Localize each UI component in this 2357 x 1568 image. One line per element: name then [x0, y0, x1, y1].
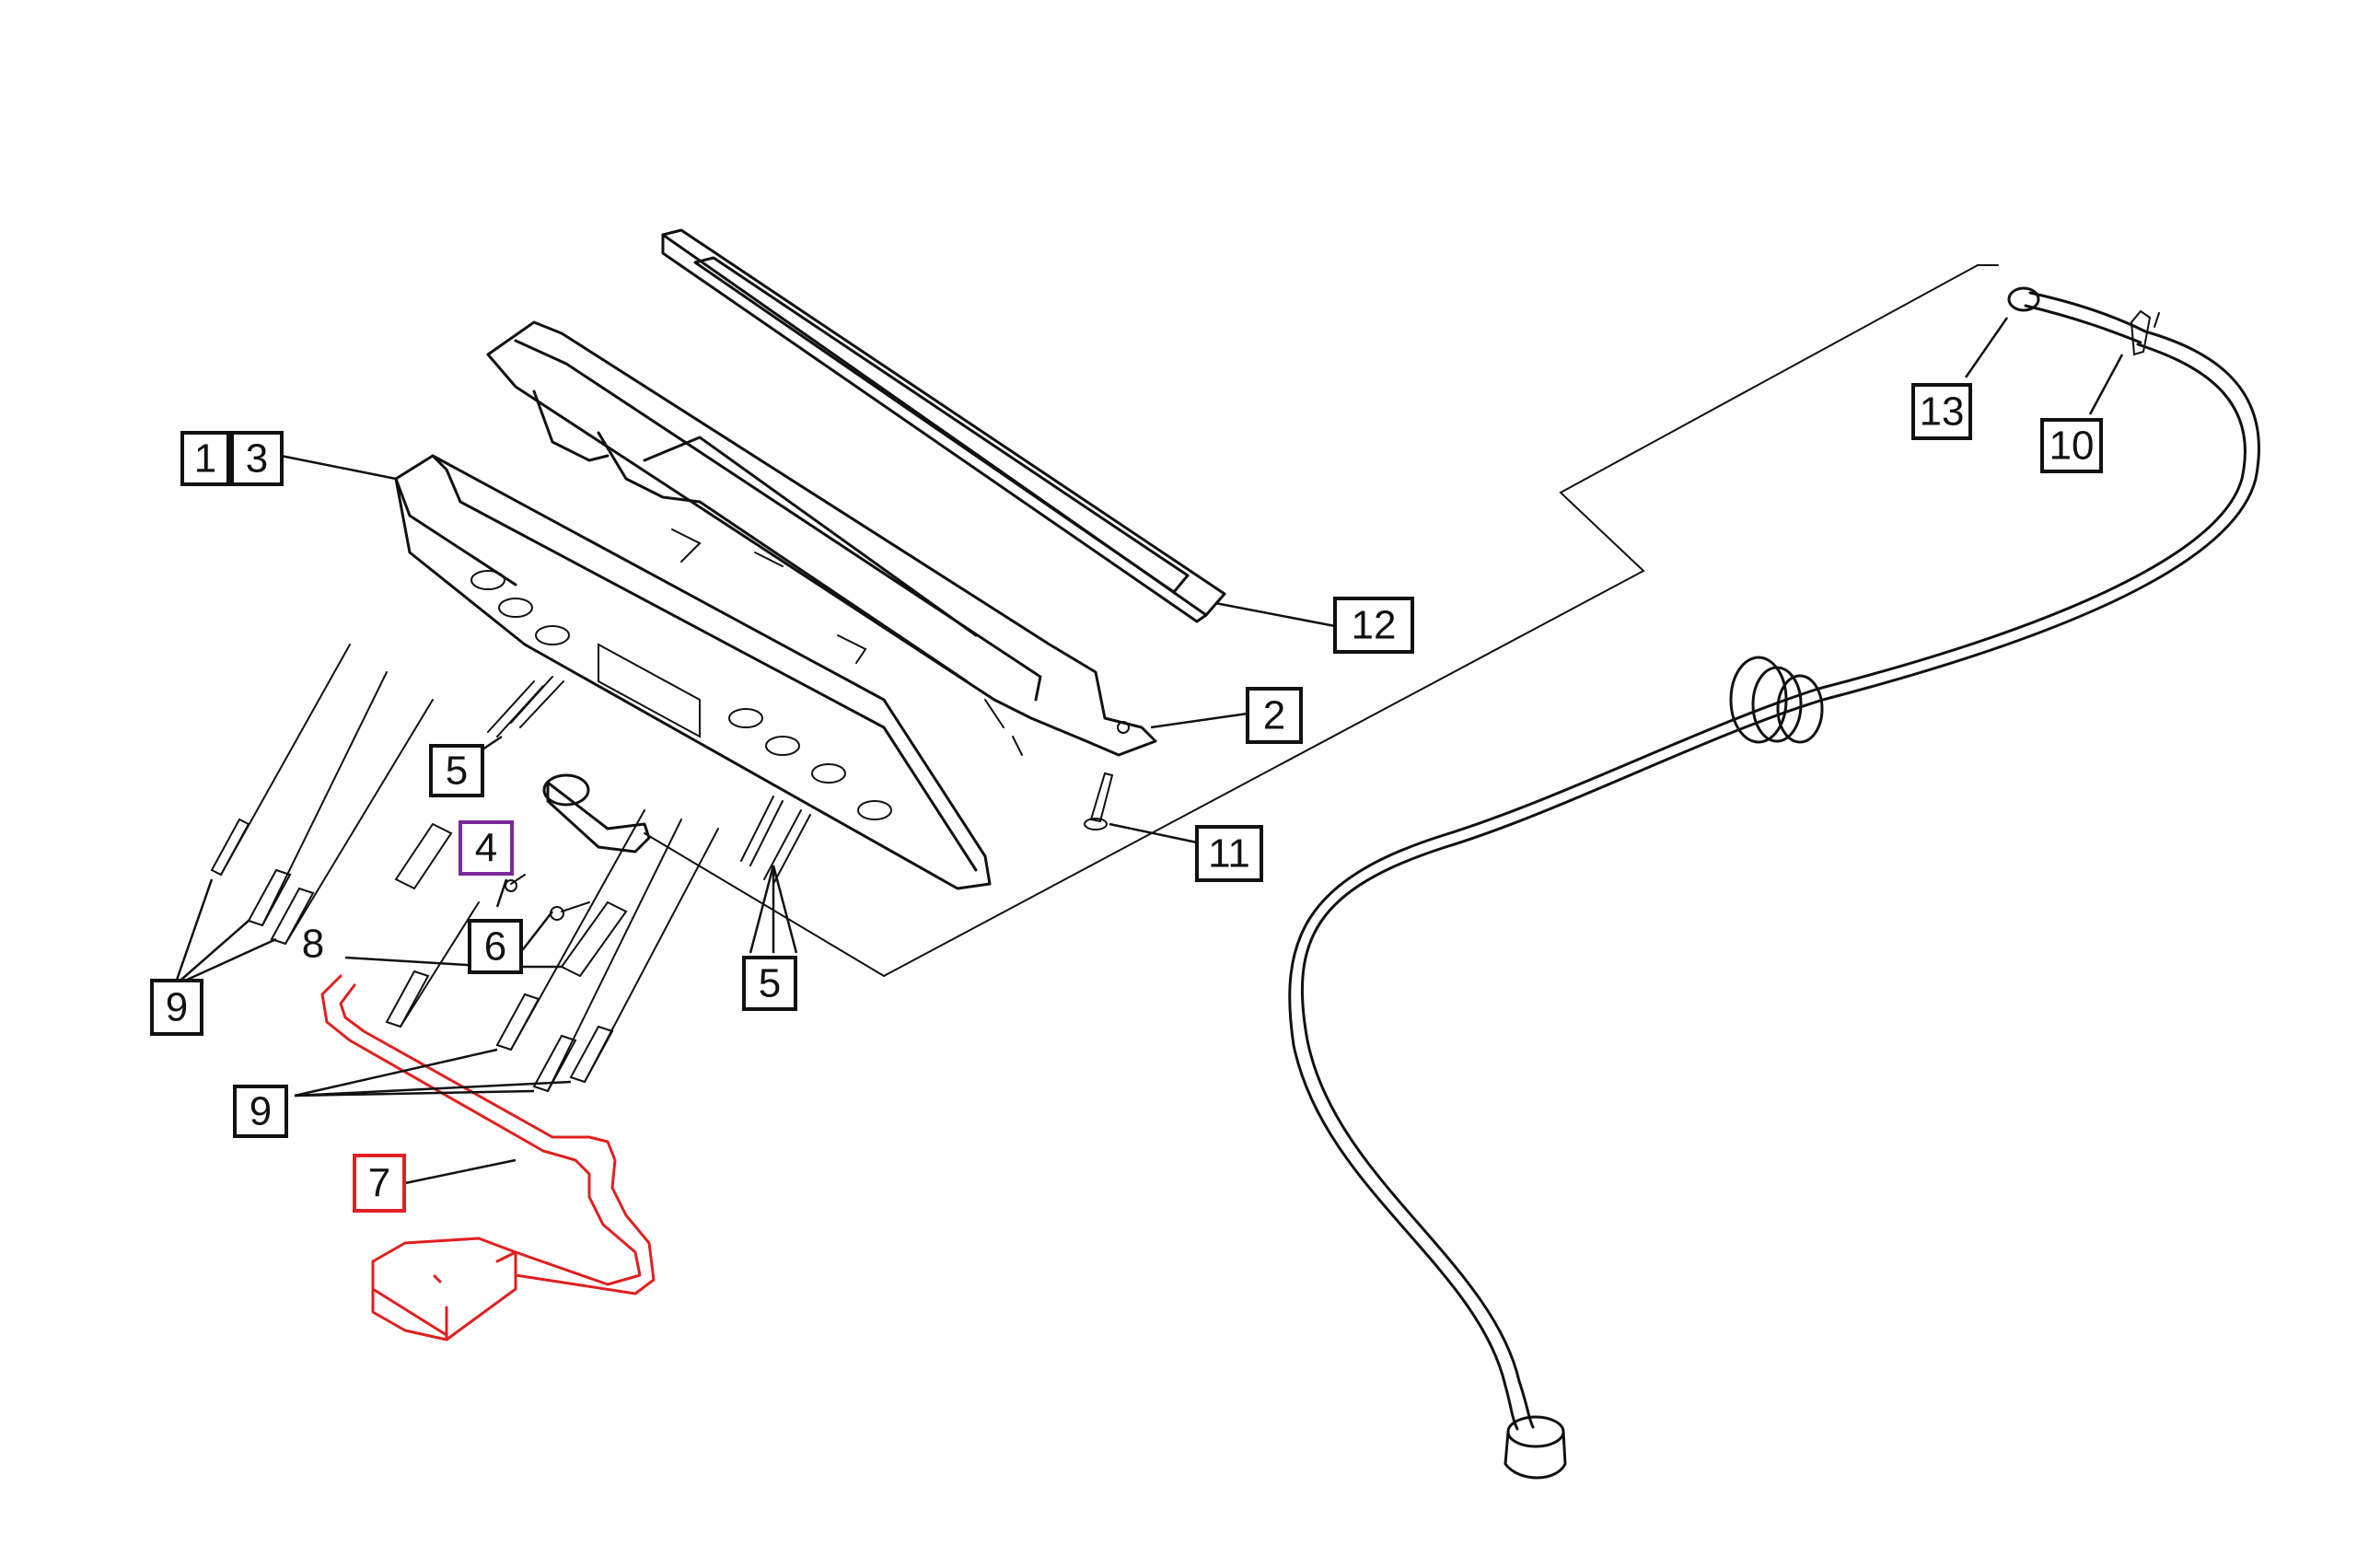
callout-4: 4: [459, 820, 514, 876]
callout-6: 6: [468, 919, 523, 974]
back-housing: [394, 454, 992, 890]
leader-lines: [173, 317, 2124, 1185]
callout-11: 11: [1195, 825, 1263, 882]
screw-11: [1084, 772, 1114, 830]
bulb-sockets: [210, 644, 719, 1093]
svg-text:11: 11: [1208, 831, 1250, 877]
callout-7: 7: [353, 1154, 406, 1213]
svg-text:8: 8: [302, 922, 324, 967]
screws-right: [740, 796, 811, 885]
callout-10: 10: [2040, 418, 2103, 473]
callout-8: 8: [302, 922, 324, 967]
callout-5-right: 5: [742, 956, 797, 1011]
svg-text:12: 12: [1352, 603, 1397, 648]
assembly-boundary: [883, 264, 1999, 977]
wiring-harness: [320, 974, 656, 1342]
svg-text:5: 5: [759, 961, 781, 1006]
svg-text:4: 4: [475, 826, 497, 871]
callout-1: 1: [180, 431, 230, 486]
cylinder-part: [542, 773, 885, 977]
speedometer-cable: [1288, 286, 2260, 1480]
callout-9-left: 9: [150, 979, 203, 1036]
callout-12: 12: [1333, 597, 1414, 654]
svg-text:5: 5: [446, 749, 468, 794]
screws-left: [487, 676, 564, 738]
screw-6: [505, 874, 590, 921]
svg-text:2: 2: [1263, 693, 1285, 738]
svg-text:13: 13: [1920, 389, 1965, 435]
callout-3: 3: [230, 431, 284, 486]
svg-text:1: 1: [194, 436, 216, 482]
svg-text:9: 9: [166, 985, 188, 1030]
svg-text:9: 9: [250, 1089, 272, 1134]
svg-text:3: 3: [246, 436, 268, 482]
svg-text:6: 6: [484, 924, 506, 970]
lens-frame: [661, 228, 1226, 623]
callout-13: 13: [1911, 383, 1972, 440]
svg-text:10: 10: [2049, 424, 2095, 469]
callout-9-bottom: 9: [233, 1085, 288, 1138]
callout-2: 2: [1246, 687, 1303, 744]
svg-text:7: 7: [368, 1161, 390, 1206]
callout-5-left: 5: [429, 744, 484, 797]
middle-housing: [486, 320, 1157, 757]
